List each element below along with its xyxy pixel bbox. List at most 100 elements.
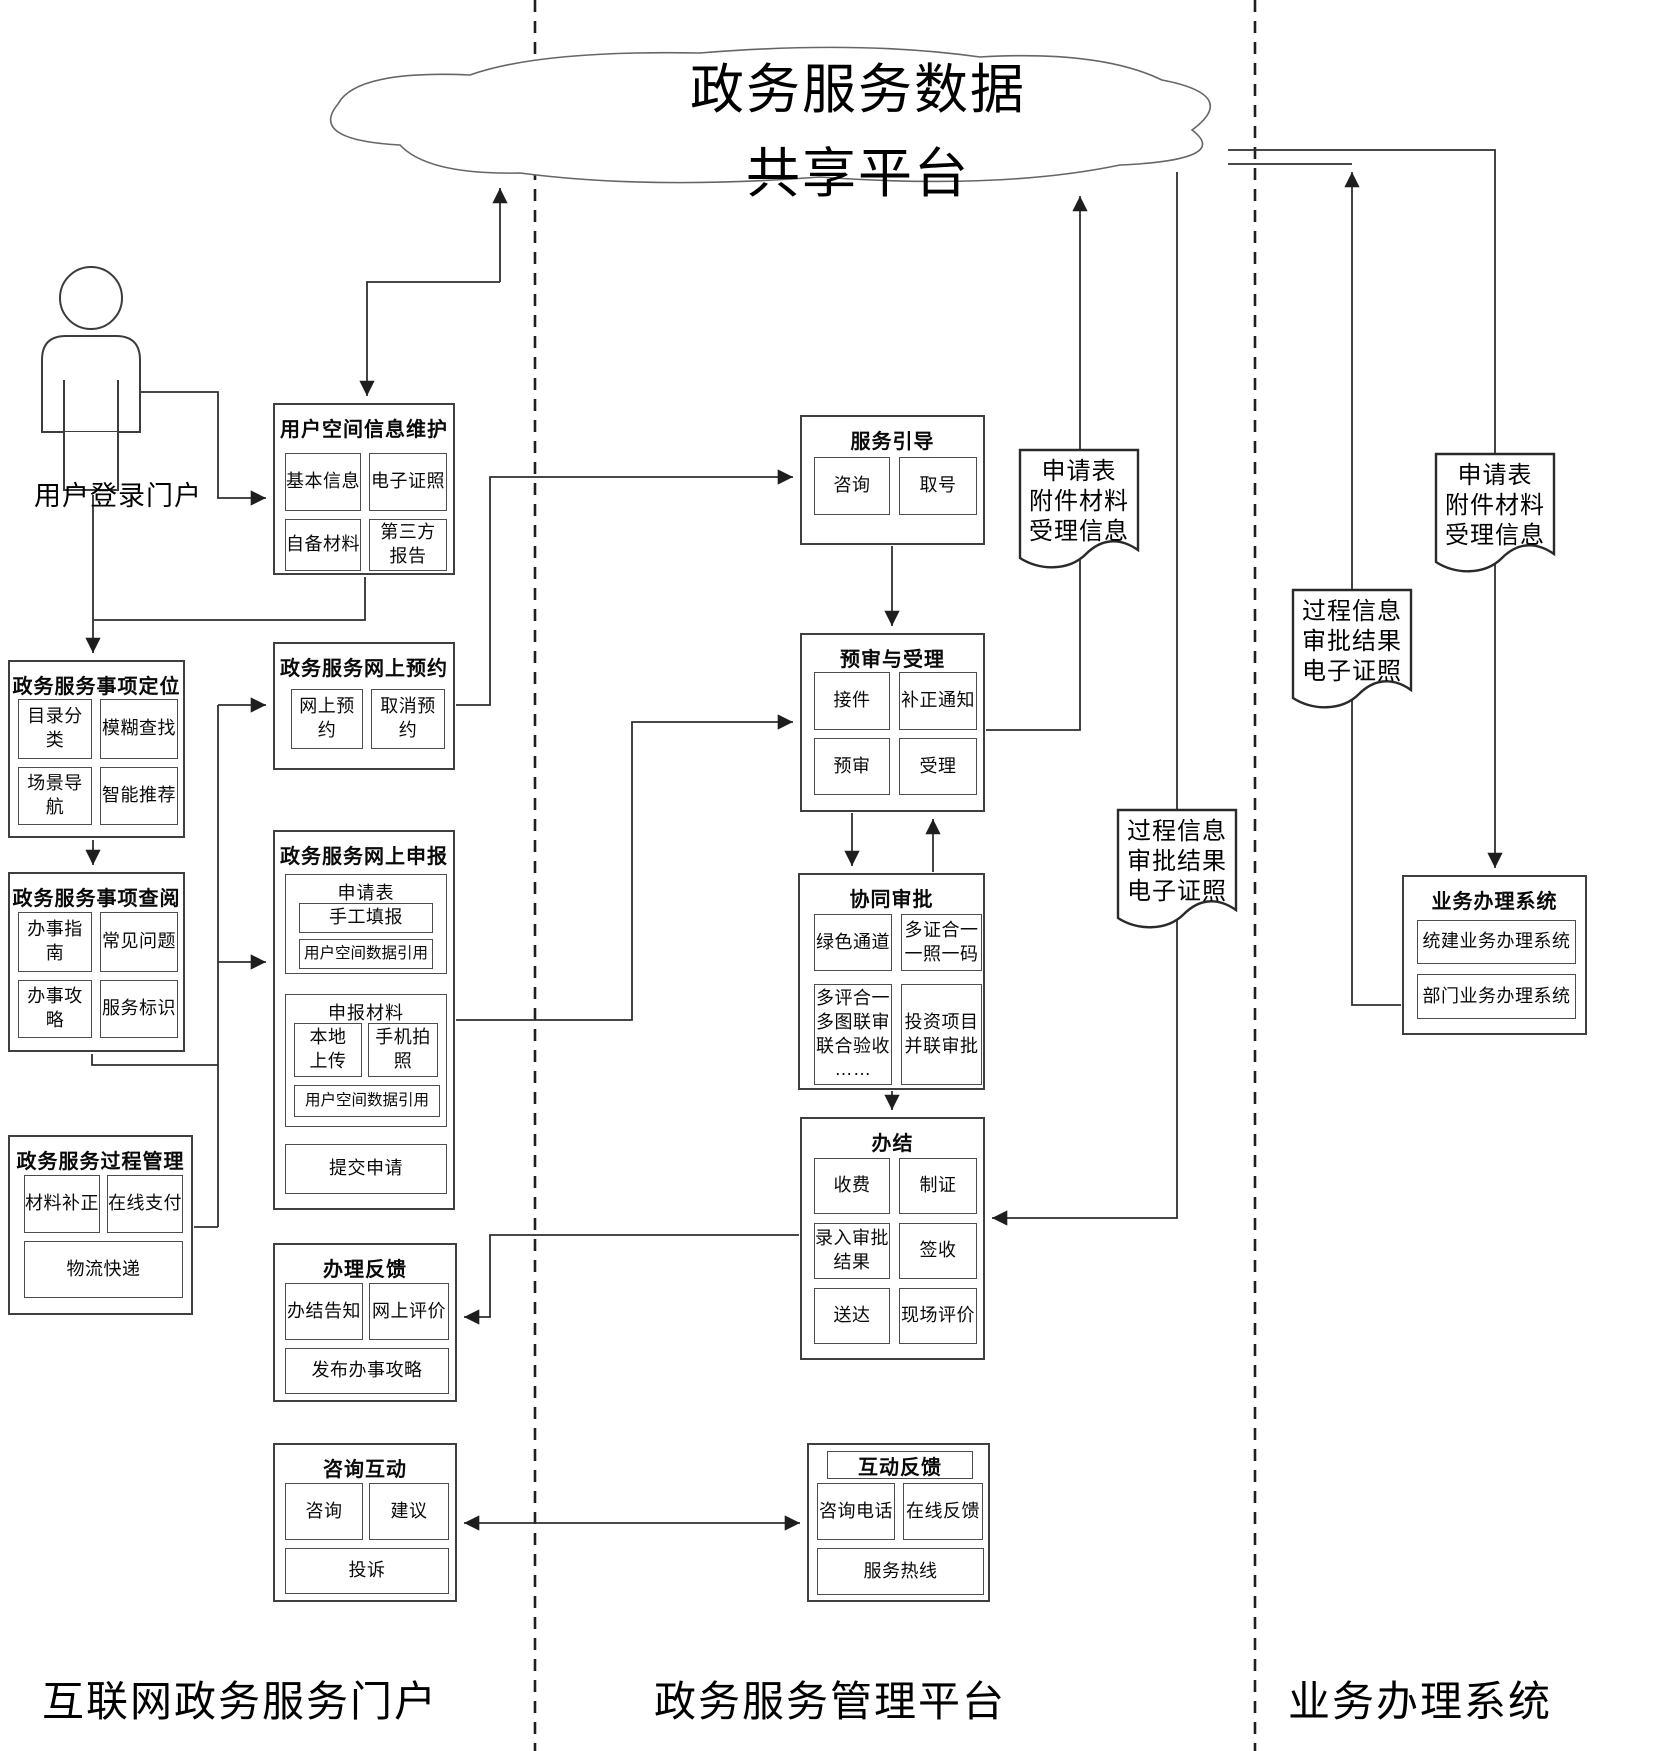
cell-e-license: 电子证照 (369, 453, 447, 511)
box-completion-title: 办结 (871, 1133, 914, 1155)
cell-completion-notice: 办结告知 (285, 1283, 363, 1340)
cell-onsite-evaluation: 现场评价 (899, 1288, 977, 1344)
box-online-booking: 政务服务网上预约 网上预约 取消预约 (273, 642, 455, 770)
cell-third-party-report: 第三方 报告 (369, 519, 447, 571)
data-sharing-platform-cloud: 政务服务数据 共享平台 (300, 42, 1245, 217)
cell-smart-recommend: 智能推荐 (100, 767, 178, 825)
cell-catalog-classify: 目录分类 (18, 699, 92, 759)
box-item-locating: 政务服务事项定位 目录分类 模糊查找 场景导航 智能推荐 (8, 660, 185, 838)
box-item-review: 政务服务事项查阅 办事指南 常见问题 办事攻略 服务标识 (8, 872, 185, 1052)
box-item-locating-title: 政务服务事项定位 (12, 676, 181, 698)
cell-userspace-data-ref-2: 用户空间数据引用 (294, 1085, 440, 1117)
doc-line: 申请表 (1041, 458, 1117, 485)
doc-process-info-mid: 过程信息 审批结果 电子证照 (1116, 808, 1238, 938)
cell-fuzzy-search: 模糊查找 (100, 699, 178, 759)
document-icon (1018, 448, 1140, 569)
box-pre-accept-title: 预审与受理 (840, 649, 945, 671)
box-service-guide-title: 服务引导 (850, 431, 935, 453)
lane-label-biz-system: 业务办理系统 (1287, 1678, 1552, 1725)
box-online-declare: 政务服务网上申报 申请表 手工填报 用户空间数据引用 申报材料 本地 上传 手机… (273, 830, 455, 1210)
cell-take-number: 取号 (899, 457, 977, 515)
cell-complaint: 投诉 (285, 1548, 449, 1594)
lane-label-management-platform: 政务服务管理平台 (653, 1678, 1006, 1725)
cell-green-channel: 绿色通道 (814, 914, 892, 971)
user-login-portal-label: 用户登录门户 (34, 481, 202, 511)
person-icon (41, 266, 141, 491)
cell-service-tips: 办事攻略 (18, 980, 92, 1038)
cell-manual-fill: 手工填报 (299, 903, 433, 933)
cell-suggestion: 建议 (369, 1483, 449, 1540)
doc-line: 过程信息 (1127, 818, 1227, 845)
box-item-review-title: 政务服务事项查阅 (12, 888, 181, 910)
cell-cancel-booking: 取消预约 (371, 689, 445, 749)
box-biz-system-title: 业务办理系统 (1431, 891, 1558, 913)
cell-submit-application: 提交申请 (285, 1144, 447, 1194)
doc-line: 附件材料 (1445, 492, 1545, 519)
cell-logistics: 物流快递 (24, 1241, 183, 1298)
cell-service-mark: 服务标识 (100, 980, 178, 1038)
cell-deliver: 送达 (814, 1288, 890, 1344)
cell-service-guide-doc: 办事指南 (18, 912, 92, 972)
cell-pre-review: 预审 (814, 738, 890, 795)
group-declare-materials-title: 申报材料 (328, 1003, 404, 1023)
doc-application-form-mid: 申请表 附件材料 受理信息 (1018, 448, 1140, 578)
cell-online-payment: 在线支付 (107, 1175, 183, 1233)
group-declare-materials: 申报材料 本地 上传 手机拍 照 用户空间数据引用 (285, 994, 447, 1127)
cell-scene-nav: 场景导航 (18, 767, 92, 825)
box-consult-title: 咨询互动 (323, 1459, 407, 1481)
box-pre-accept: 预审与受理 接件 补正通知 预审 受理 (800, 633, 985, 812)
box-consult: 咨询互动 咨询 建议 投诉 (273, 1443, 457, 1602)
box-interact-feedback: 互动反馈 咨询电话 在线反馈 服务热线 (807, 1443, 990, 1602)
doc-line: 审批结果 (1127, 848, 1227, 875)
box-online-declare-title: 政务服务网上申报 (280, 846, 448, 868)
cell-own-materials: 自备材料 (285, 519, 361, 571)
user-actor: 用户登录门户 (34, 262, 208, 512)
doc-line: 过程信息 (1302, 598, 1402, 625)
doc-text: 过程信息 审批结果 电子证照 (1291, 597, 1413, 687)
doc-line: 电子证照 (1127, 878, 1227, 905)
cell-phone-photo: 手机拍 照 (368, 1023, 438, 1077)
cell-service-hotline: 服务热线 (817, 1548, 984, 1595)
group-application-form-title: 申请表 (337, 883, 395, 903)
cell-charge: 收费 (814, 1158, 890, 1214)
box-feedback: 办理反馈 办结告知 网上评价 发布办事攻略 (273, 1243, 457, 1402)
box-user-space: 用户空间信息维护 基本信息 电子证照 自备材料 第三方 报告 (273, 403, 455, 575)
cell-multi-cert: 多证合一 一照一码 (901, 914, 982, 971)
doc-text: 申请表 附件材料 受理信息 (1018, 457, 1140, 547)
box-joint-approval: 协同审批 绿色通道 多证合一 一照一码 多评合一 多图联审 联合验收 …… 投资… (798, 873, 985, 1090)
cloud-title-line2: 共享平台 (746, 144, 970, 204)
cell-consult-phone: 咨询电话 (817, 1483, 895, 1540)
cell-online-evaluation: 网上评价 (369, 1283, 449, 1340)
box-interact-feedback-title: 互动反馈 (827, 1451, 973, 1479)
doc-process-info-right: 过程信息 审批结果 电子证照 (1291, 588, 1413, 718)
cloud-title: 政务服务数据 共享平台 (558, 48, 1158, 216)
box-process-mgmt-title: 政务服务过程管理 (16, 1151, 185, 1173)
doc-line: 受理信息 (1445, 522, 1545, 549)
document-icon (1291, 588, 1413, 709)
doc-line: 审批结果 (1302, 628, 1402, 655)
doc-line: 附件材料 (1029, 488, 1129, 515)
group-application-form: 申请表 手工填报 用户空间数据引用 (285, 874, 447, 974)
cell-receive: 接件 (814, 672, 890, 730)
cell-local-upload: 本地 上传 (294, 1023, 362, 1077)
document-icon (1116, 808, 1238, 929)
cell-investment-parallel: 投资项目 并联审批 (901, 984, 982, 1085)
cell-dept-biz-system: 部门业务办理系统 (1417, 974, 1576, 1019)
doc-text: 申请表 附件材料 受理信息 (1434, 461, 1556, 551)
doc-application-form-right: 申请表 附件材料 受理信息 (1434, 452, 1556, 582)
cell-basic-info: 基本信息 (285, 453, 361, 511)
box-completion: 办结 收费 制证 录入审批 结果 签收 送达 现场评价 (800, 1117, 985, 1360)
cell-publish-tips: 发布办事攻略 (285, 1348, 449, 1394)
box-biz-system: 业务办理系统 统建业务办理系统 部门业务办理系统 (1402, 875, 1587, 1035)
cell-accept: 受理 (899, 738, 977, 795)
cell-make-cert: 制证 (899, 1158, 977, 1214)
cell-unified-biz-system: 统建业务办理系统 (1417, 920, 1576, 964)
cell-guide-consult: 咨询 (814, 457, 890, 515)
doc-line: 申请表 (1457, 462, 1533, 489)
doc-line: 电子证照 (1302, 658, 1402, 685)
box-process-mgmt: 政务服务过程管理 材料补正 在线支付 物流快递 (8, 1135, 193, 1315)
cell-enter-result: 录入审批 结果 (814, 1223, 890, 1279)
cell-consult: 咨询 (285, 1483, 363, 1540)
